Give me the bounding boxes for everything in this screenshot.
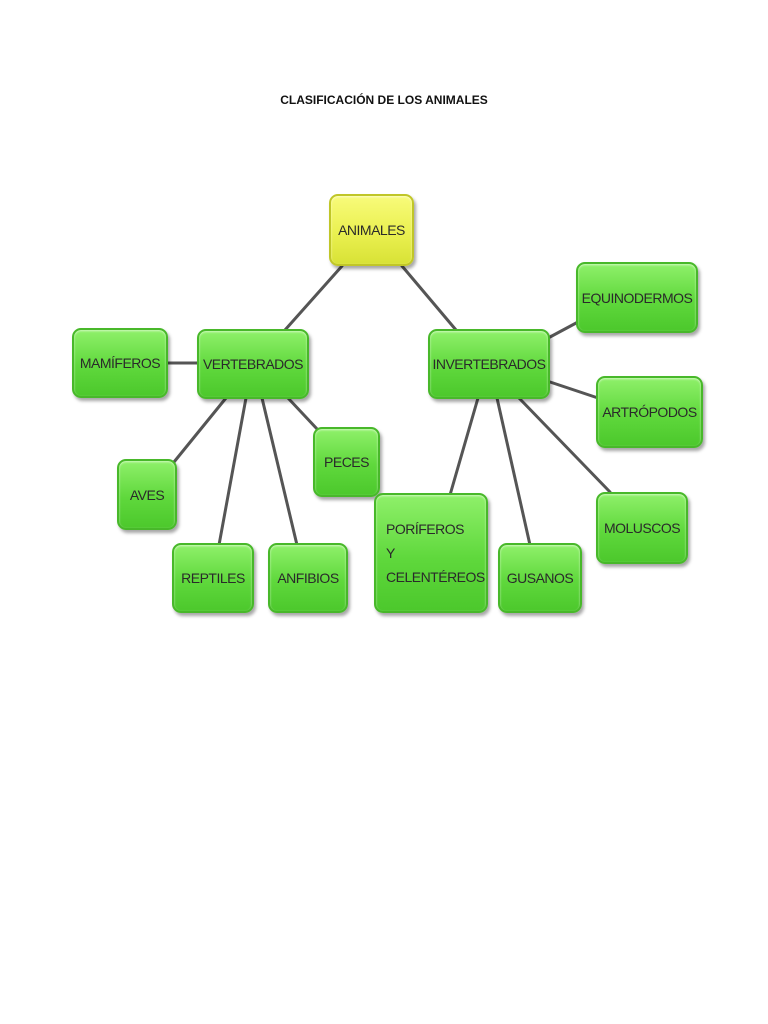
link-vertebrados-peces: [286, 396, 320, 432]
link-vertebrados-aves: [172, 396, 228, 464]
link-invertebrados-equinodermos: [548, 320, 580, 339]
link-invertebrados-poriferos: [448, 396, 480, 497]
node-poriferos-celentereos: PORÍFEROS Y CELENTÉREOS: [374, 493, 488, 613]
node-equinodermos: EQUINODERMOS: [576, 262, 698, 333]
node-reptiles: REPTILES: [172, 543, 254, 613]
link-vertebrados-anfibios: [260, 396, 299, 547]
node-label: ANFIBIOS: [277, 570, 339, 586]
node-label: EQUINODERMOS: [581, 289, 693, 306]
node-label: VERTEBRADOS: [202, 356, 304, 372]
link-vertebrados-reptiles: [217, 396, 248, 547]
node-mamiferos: MAMÍFEROS: [72, 328, 168, 398]
node-label: MAMÍFEROS: [79, 355, 161, 371]
node-label: PECES: [324, 454, 369, 470]
link-invertebrados-gusanos: [495, 396, 532, 547]
node-gusanos: GUSANOS: [498, 543, 582, 613]
node-animales: ANIMALES: [329, 194, 414, 266]
node-label-line: CELENTÉREOS: [386, 569, 485, 585]
node-label-line: Y: [386, 545, 395, 561]
node-label: MOLUSCOS: [603, 520, 681, 536]
node-anfibios: ANFIBIOS: [268, 543, 348, 613]
node-peces: PECES: [313, 427, 380, 497]
page-title: CLASIFICACIÓN DE LOS ANIMALES: [280, 93, 488, 107]
node-invertebrados: INVERTEBRADOS: [428, 329, 550, 399]
node-label-line: PORÍFEROS: [386, 521, 464, 537]
node-label: GUSANOS: [506, 570, 574, 586]
node-vertebrados: VERTEBRADOS: [197, 329, 309, 399]
node-moluscos: MOLUSCOS: [596, 492, 688, 564]
node-artropodos: ARTRÓPODOS: [596, 376, 703, 448]
node-aves: AVES: [117, 459, 177, 530]
link-invertebrados-moluscos: [517, 396, 612, 494]
node-label: AVES: [129, 486, 165, 503]
link-invertebrados-artropodos: [548, 380, 600, 400]
node-label: REPTILES: [181, 570, 245, 586]
link-animales-vertebrados: [283, 264, 344, 332]
node-label: INVERTEBRADOS: [432, 356, 546, 372]
link-animales-invertebrados: [400, 264, 458, 332]
node-label: ANIMALES: [338, 222, 405, 238]
node-label: ARTRÓPODOS: [602, 404, 697, 420]
